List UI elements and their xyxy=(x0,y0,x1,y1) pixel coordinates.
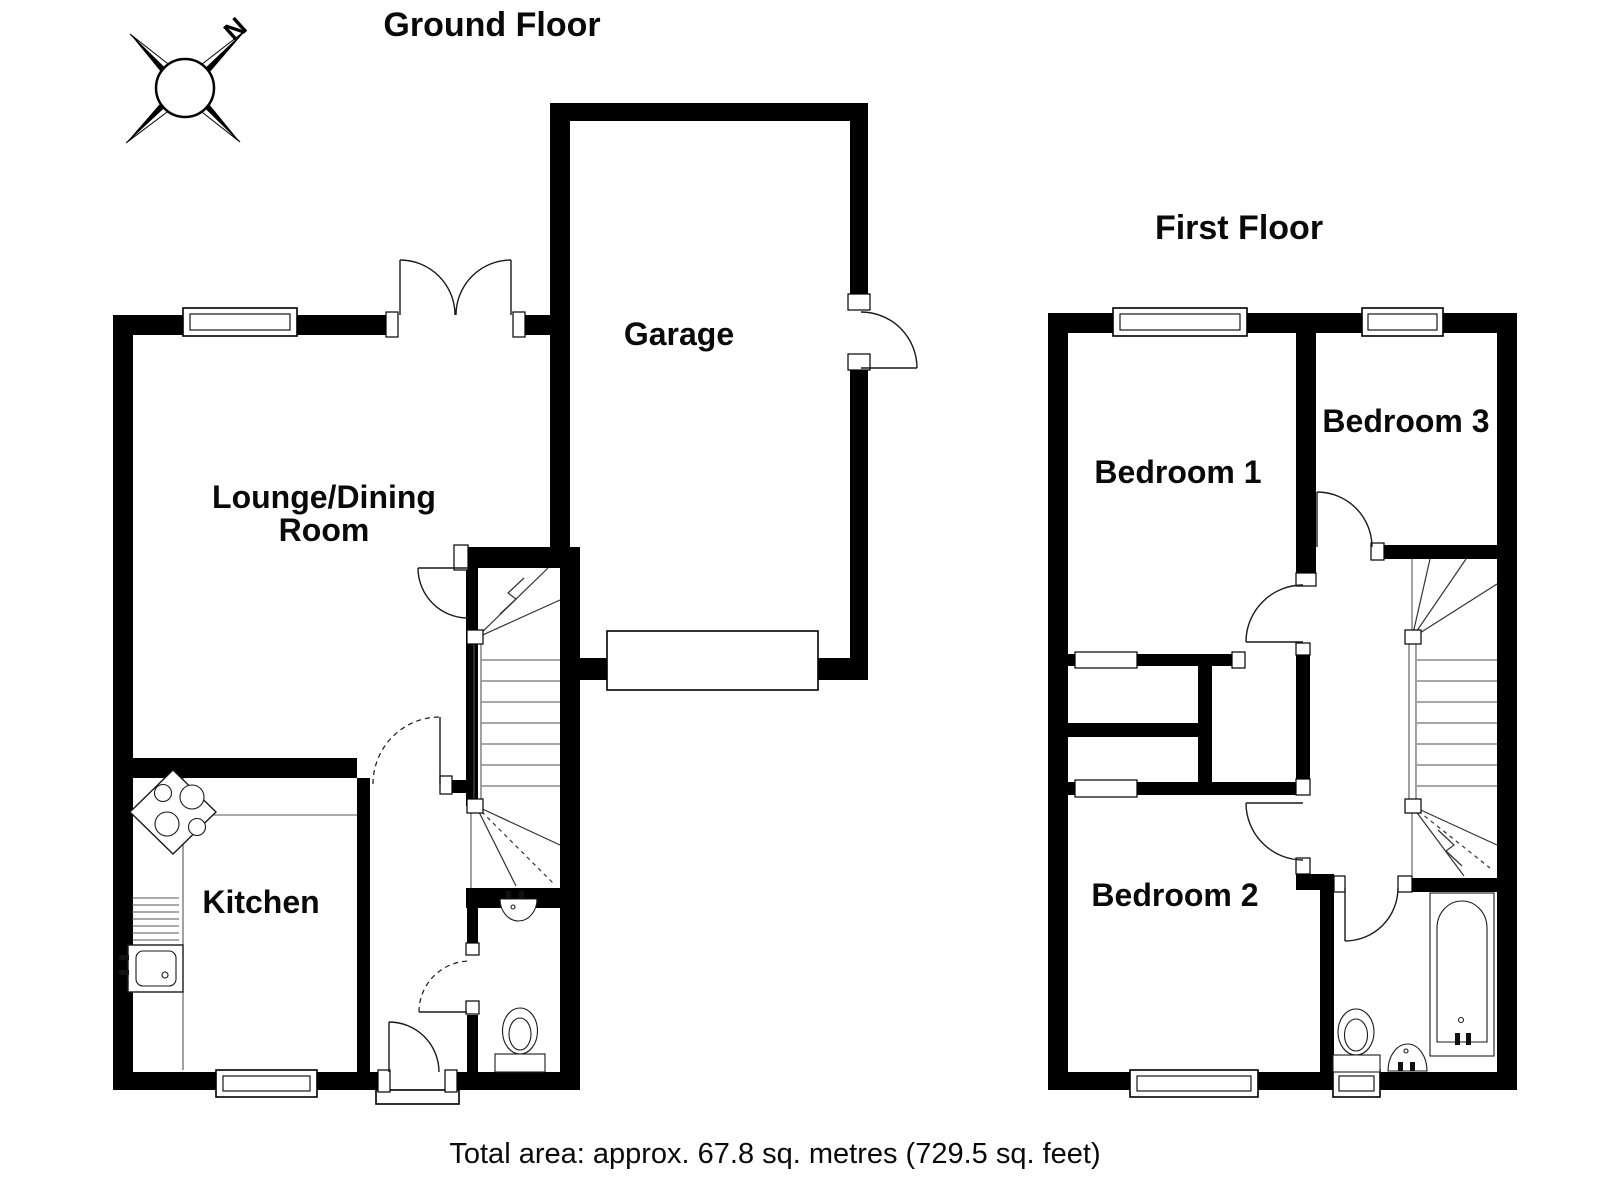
garage-label: Garage xyxy=(624,316,734,352)
bathroom-window xyxy=(1332,1069,1381,1098)
first-floor-door-jambs xyxy=(1231,542,1413,893)
built-in-cupboards xyxy=(1074,651,1138,798)
garage-door xyxy=(606,630,819,691)
ground-floor-door-jambs xyxy=(377,293,871,1093)
hob-icon xyxy=(128,769,218,855)
ground-floor-title: Ground Floor xyxy=(383,6,600,44)
bedroom2-door xyxy=(1245,802,1304,861)
bedroom1-door xyxy=(1245,584,1304,643)
patio-double-door xyxy=(399,259,512,316)
first-floor-plan: First Floor Bedroom 1 Bedroom 3 Bedroom … xyxy=(1048,209,1517,1098)
bedroom3-label: Bedroom 3 xyxy=(1322,403,1489,439)
bedroom2-window xyxy=(1129,1069,1259,1098)
bedroom1-window xyxy=(1112,307,1248,337)
wc-door xyxy=(418,960,471,1013)
kitchen-window xyxy=(215,1069,318,1098)
bedroom3-window xyxy=(1361,307,1444,337)
lounge-window xyxy=(182,307,298,337)
bedroom3-door xyxy=(1316,491,1373,548)
lounge-label-line1: Lounge/Dining xyxy=(212,479,436,515)
bathroom-toilet-icon xyxy=(1332,1008,1381,1073)
front-door-step xyxy=(375,1089,460,1105)
kitchen-counter xyxy=(182,778,357,1070)
kitchen-label: Kitchen xyxy=(202,884,319,920)
front-door xyxy=(388,1021,440,1073)
wc-toilet-icon xyxy=(494,1007,546,1073)
lounge-label-line2: Room xyxy=(279,512,370,548)
wc-basin-icon xyxy=(499,891,538,922)
kitchen-door xyxy=(372,716,441,785)
compass-north-label: N xyxy=(218,12,253,47)
kitchen-sink-icon xyxy=(119,897,184,993)
compass-rose-icon: N xyxy=(125,12,253,144)
bath-icon xyxy=(1429,892,1495,1057)
stair-hall-door xyxy=(417,567,469,619)
garage-side-door xyxy=(860,311,918,369)
bathroom-door xyxy=(1344,887,1399,942)
first-floor-stairs xyxy=(1404,558,1498,877)
total-area-caption: Total area: approx. 67.8 sq. metres (729… xyxy=(449,1138,1100,1170)
bedroom2-label: Bedroom 2 xyxy=(1091,877,1258,913)
bedroom1-label: Bedroom 1 xyxy=(1094,454,1261,490)
ground-floor-plan: Ground Floor Garage Lounge/Dining Room K… xyxy=(113,6,918,1105)
ground-floor-walls xyxy=(113,103,868,1090)
first-floor-title: First Floor xyxy=(1155,209,1323,247)
bathroom-basin-icon xyxy=(1387,1043,1428,1072)
ground-floor-stairs xyxy=(466,567,561,888)
